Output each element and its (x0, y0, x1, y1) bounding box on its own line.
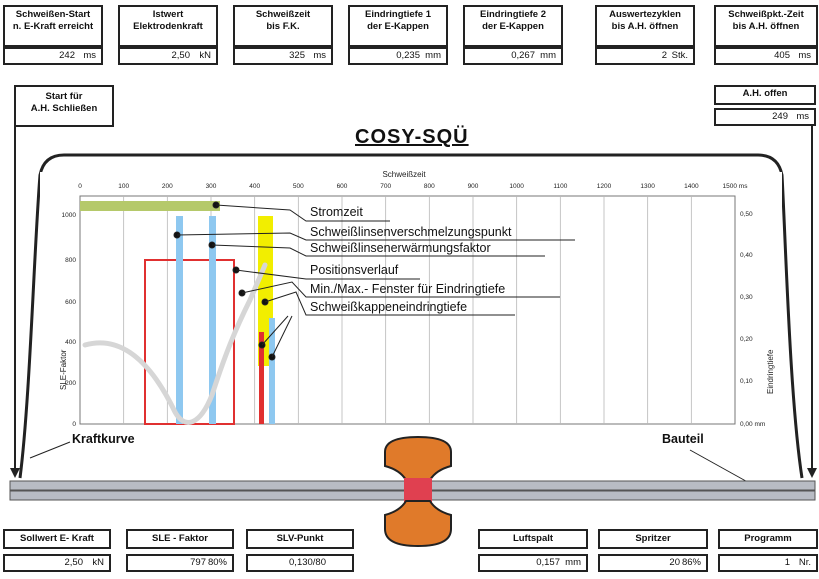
annotation-kappeneindringtiefe: Schweißkappeneindringtiefe (310, 300, 467, 314)
x-tick-label: 900 (468, 183, 479, 190)
x-tick-label: 200 (162, 183, 173, 190)
box-spritzer: Spritzer (598, 529, 708, 549)
verschmelzung-bar (176, 216, 183, 424)
x-tick-label: 1100 (553, 183, 567, 190)
left-tick-label: 1000 (62, 212, 77, 219)
positionsverlauf-curve (82, 262, 268, 425)
box-slv-punkt: SLV-Punkt (246, 529, 354, 549)
right-tick-label: 0,40 (740, 252, 753, 259)
left-tick-label: 200 (65, 380, 76, 387)
left-tick-label: 0 (72, 421, 76, 428)
x-axis-label: Schweißzeit (382, 170, 426, 179)
kraftkurve-leader (29, 441, 71, 459)
right-tick-label: 0,10 (740, 378, 753, 385)
box-ah-offen: A.H. offen (714, 85, 816, 105)
x-tick-label: 0 (78, 183, 82, 190)
kraftkurve-label: Kraftkurve (72, 432, 135, 446)
page-title: COSY-SQÜ (355, 126, 469, 148)
right-tick-label: 0,20 (740, 336, 753, 343)
x-tick-label: 600 (337, 183, 348, 190)
left-tick-labels: 1000 800 600 400 200 0 (62, 212, 77, 428)
annotation-erwaermungsfaktor: Schweißlinsenerwärmungsfaktor (310, 241, 491, 255)
eindringtiefe-red-bar (259, 332, 264, 424)
eindringtiefe-blue-bar (269, 318, 275, 424)
right-axis-label: Eindringtiefe (766, 349, 775, 394)
ah-offen-arrow (807, 124, 817, 478)
value-slv-punkt: 0,130/80 (246, 554, 354, 572)
box-luftspalt: Luftspalt (478, 529, 588, 549)
weld-nugget (404, 478, 432, 502)
box-sle-faktor: SLE - Faktor (126, 529, 234, 549)
electrode-bottom (384, 500, 452, 548)
left-tick-label: 800 (65, 257, 76, 264)
stromzeit-bar (80, 201, 220, 211)
erwaermung-bar (209, 216, 216, 424)
x-tick-labels: 0 100 200 300 400 500 600 700 800 900 1000 1100 1200… (78, 183, 748, 190)
plot-frame (79, 195, 736, 425)
electrode-top (384, 435, 452, 481)
x-tick-label: 700 (380, 183, 391, 190)
annotation-min-max-fenster: Min./Max.- Fenster für Eindringtiefe (310, 282, 505, 296)
start-arrow (10, 123, 20, 478)
x-tick-label: 500 (293, 183, 304, 190)
x-tick-label: 800 (424, 183, 435, 190)
x-tick-label: 400 (249, 183, 260, 190)
kraftkurve-line (18, 153, 804, 479)
x-tick-label: 1400 (684, 183, 699, 190)
left-tick-label: 600 (65, 299, 76, 306)
right-tick-label: 0,50 (740, 211, 753, 218)
annotation-stromzeit: Stromzeit (310, 205, 363, 219)
left-tick-label: 400 (65, 339, 76, 346)
annotation-leaders (173, 201, 575, 361)
left-axis-label: SLE-Faktor (59, 349, 68, 390)
x-tick-label: 100 (118, 183, 129, 190)
x-tick-label: 300 (206, 183, 217, 190)
x-tick-label: 1200 (597, 183, 612, 190)
right-tick-label: 0,30 (740, 294, 753, 301)
box-sollwert-e-kraft: Sollwert E- Kraft (3, 529, 111, 549)
x-tick-label: 1000 (509, 183, 524, 190)
annotation-positionsverlauf: Positionsverlauf (310, 263, 399, 277)
x-tick-label: 1500 ms (723, 183, 749, 190)
bauteil-label: Bauteil (662, 432, 704, 446)
x-tick-label: 1300 (640, 183, 655, 190)
box-programm: Programm (718, 529, 818, 549)
right-tick-labels: 0,50 0,40 0,30 0,20 0,10 0,00 mm (740, 211, 765, 428)
annotation-verschmelzungspunkt: Schweißlinsenverschmelzungspunkt (310, 225, 512, 239)
right-tick-label: 0,00 mm (740, 421, 765, 428)
